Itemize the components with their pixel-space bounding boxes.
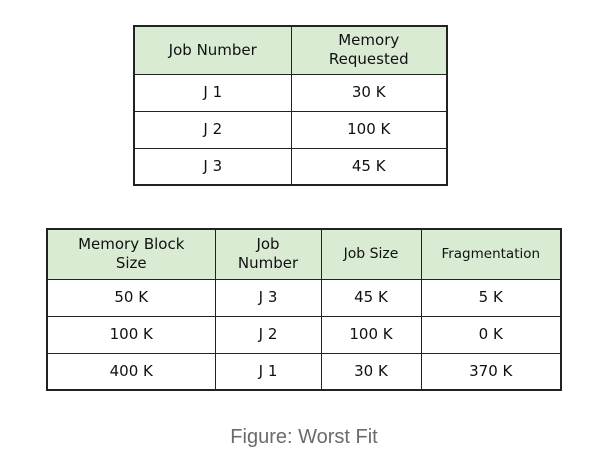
table-row: J 2 100 K <box>133 110 448 149</box>
table-cell: J 2 <box>133 110 292 149</box>
header-job-size: Job Size <box>320 228 422 280</box>
table-cell: J 3 <box>133 147 292 186</box>
table-row: 50 K J 3 45 K 5 K <box>46 278 562 317</box>
table-cell: 0 K <box>420 315 562 354</box>
table-cell: 100 K <box>46 315 216 354</box>
table-cell: 100 K <box>320 315 422 354</box>
table-cell: 45 K <box>290 147 448 186</box>
worst-fit-allocation-table: Memory Block Size Job Number Job Size Fr… <box>46 228 562 391</box>
table-cell: 30 K <box>290 73 448 112</box>
header-job-number: Job Number <box>133 25 292 75</box>
table-header-row: Job Number Memory Requested <box>133 25 448 75</box>
table-cell: 50 K <box>46 278 216 317</box>
figure-caption: Figure: Worst Fit <box>230 426 378 448</box>
table-row: 400 K J 1 30 K 370 K <box>46 352 562 391</box>
table-row: J 3 45 K <box>133 147 448 186</box>
header-memory-requested: Memory Requested <box>290 25 448 75</box>
table-cell: J 2 <box>214 315 322 354</box>
header-fragmentation: Fragmentation <box>420 228 562 280</box>
job-requests-table: Job Number Memory Requested J 1 30 K J 2… <box>133 25 448 186</box>
table-cell: 370 K <box>420 352 562 391</box>
table-cell: J 3 <box>214 278 322 317</box>
table-header-row: Memory Block Size Job Number Job Size Fr… <box>46 228 562 280</box>
table-cell: 5 K <box>420 278 562 317</box>
header-memory-block-size: Memory Block Size <box>46 228 216 280</box>
table-cell: J 1 <box>133 73 292 112</box>
header-job-number: Job Number <box>214 228 322 280</box>
table-row: J 1 30 K <box>133 73 448 112</box>
table-cell: 45 K <box>320 278 422 317</box>
table-cell: 100 K <box>290 110 448 149</box>
table-cell: 30 K <box>320 352 422 391</box>
table-cell: J 1 <box>214 352 322 391</box>
table-row: 100 K J 2 100 K 0 K <box>46 315 562 354</box>
table-cell: 400 K <box>46 352 216 391</box>
